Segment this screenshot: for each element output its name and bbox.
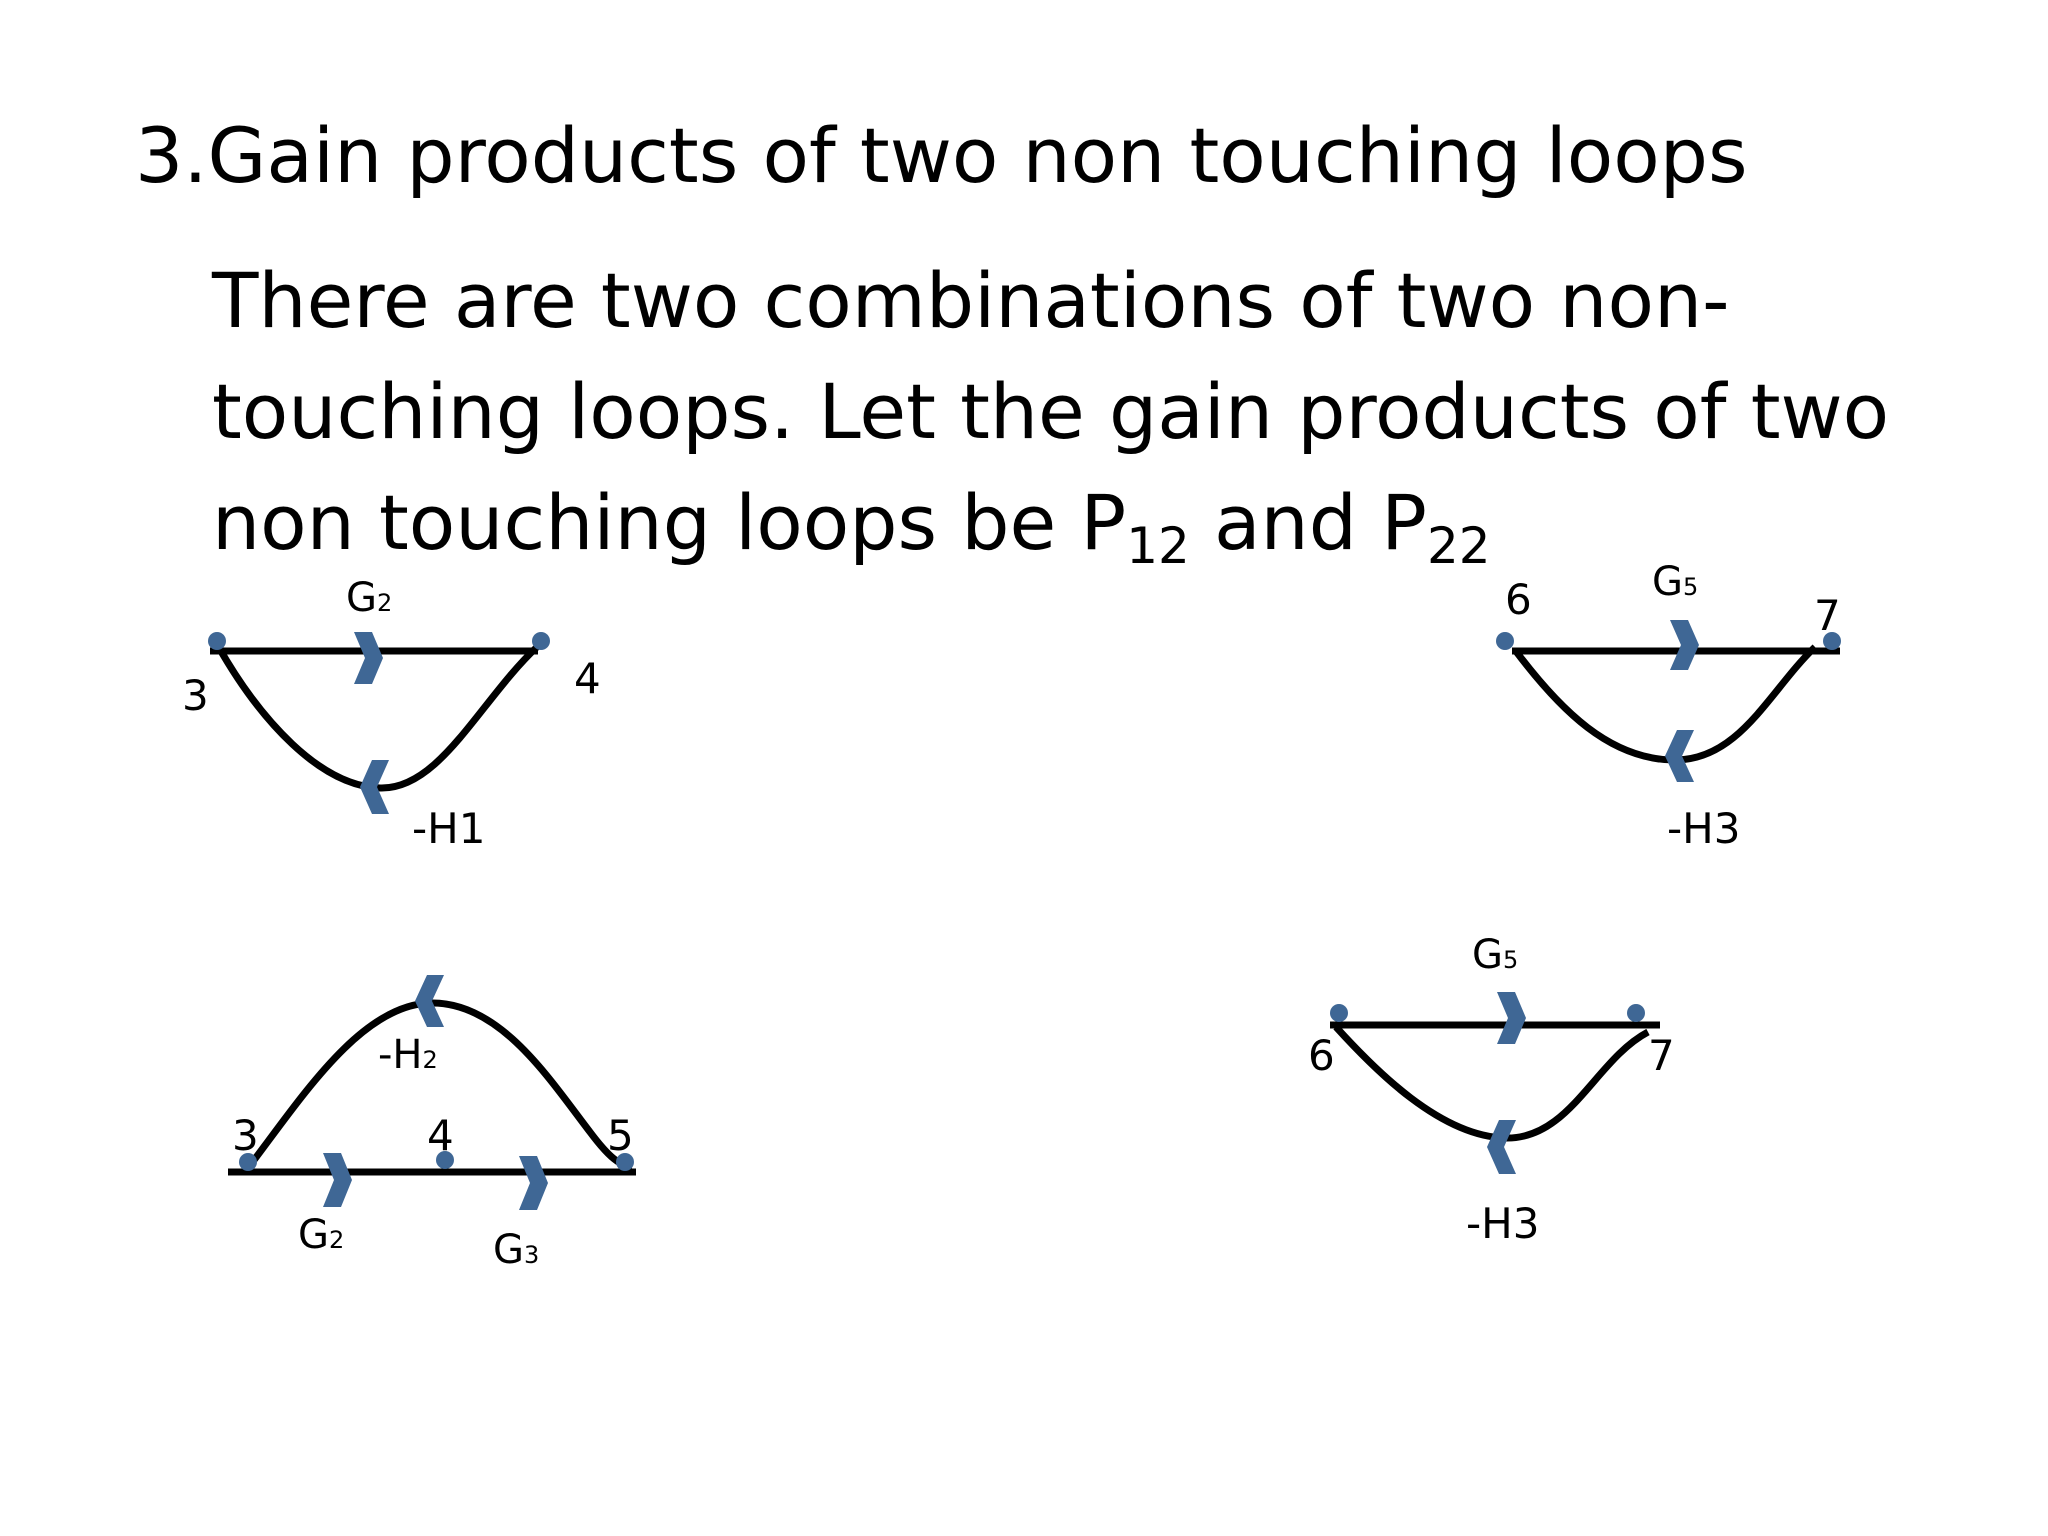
- forward-arrow-icon: [1670, 620, 1699, 670]
- forward-arrow-icon-1: [323, 1153, 352, 1207]
- gain-subscript: 3: [524, 1241, 539, 1269]
- loop-diagram-1: 3 4 G2 -H1: [182, 575, 601, 853]
- node-5: [616, 1153, 634, 1171]
- gain-letter: G: [298, 1212, 329, 1258]
- gain-letter: G: [493, 1227, 524, 1273]
- feedback-letter: -H: [378, 1032, 423, 1078]
- feedback-label-h2: -H2: [378, 1032, 438, 1078]
- body-line-3: non touching loops be P12 and P22: [212, 467, 1972, 578]
- feedback-label-h3: -H3: [1466, 1199, 1539, 1248]
- subscript-p22: 22: [1426, 517, 1491, 575]
- node-label-7: 7: [1648, 1031, 1675, 1080]
- node-label-7: 7: [1814, 591, 1841, 640]
- node-4: [436, 1151, 454, 1169]
- feedback-branch: [1512, 644, 1818, 764]
- forward-arrow-icon: [354, 632, 383, 684]
- loop-diagram-4: 6 7 G5 -H3: [1308, 932, 1675, 1248]
- loop-diagram-2: 6 7 G5 -H3: [1496, 559, 1841, 853]
- gain-label-g3: G3: [493, 1227, 539, 1273]
- feedback-arrow-icon: [1487, 1120, 1516, 1174]
- gain-letter: G: [346, 575, 377, 621]
- forward-arrow-icon: [1497, 992, 1526, 1044]
- feedback-arrow-icon: [415, 975, 444, 1027]
- gain-label-g2: G2: [346, 575, 392, 621]
- node-3: [239, 1153, 257, 1171]
- body-line-2: touching loops. Let the gain products of…: [212, 367, 1890, 456]
- gain-subscript: 2: [329, 1226, 344, 1254]
- feedback-branch: [1333, 1024, 1650, 1142]
- body-line-1: There are two combinations of two non-: [212, 256, 1730, 345]
- node-3: [208, 632, 226, 650]
- feedback-arrow-icon: [360, 760, 389, 814]
- feedback-label-h3: -H3: [1667, 804, 1740, 853]
- gain-label-g5: G5: [1472, 932, 1518, 978]
- node-6: [1330, 1004, 1348, 1022]
- node-label-5: 5: [607, 1111, 634, 1160]
- feedback-label-h1: -H1: [412, 804, 485, 853]
- slide-title: 3.Gain products of two non touching loop…: [135, 111, 1748, 200]
- slide-body: There are two combinations of two non- t…: [212, 245, 1972, 578]
- loop-diagram-3: 3 4 5 G2 G3 -H2: [228, 975, 636, 1273]
- node-label-6: 6: [1308, 1031, 1335, 1080]
- gain-label-g5: G5: [1652, 559, 1698, 605]
- gain-label-g2: G2: [298, 1212, 344, 1258]
- body-line-3-and: and P: [1189, 478, 1427, 567]
- gain-subscript: 5: [1683, 573, 1698, 601]
- node-label-6: 6: [1505, 575, 1532, 624]
- gain-letter: G: [1472, 932, 1503, 978]
- gain-subscript: 5: [1503, 946, 1518, 974]
- node-4: [532, 632, 550, 650]
- subscript-p12: 12: [1126, 517, 1190, 575]
- node-label-4: 4: [574, 654, 601, 703]
- node-label-4: 4: [427, 1111, 454, 1160]
- node-label-3: 3: [182, 671, 209, 720]
- node-6: [1496, 632, 1514, 650]
- feedback-subscript: 2: [423, 1046, 438, 1074]
- gain-subscript: 2: [377, 589, 392, 617]
- node-7: [1627, 1004, 1645, 1022]
- forward-arrow-icon-2: [519, 1156, 548, 1210]
- feedback-branch: [245, 999, 633, 1171]
- node-label-3: 3: [232, 1111, 259, 1160]
- node-7: [1823, 632, 1841, 650]
- feedback-branch: [214, 643, 541, 792]
- gain-letter: G: [1652, 559, 1683, 605]
- feedback-arrow-icon: [1665, 730, 1694, 782]
- body-line-3-text: non touching loops be P: [212, 478, 1127, 567]
